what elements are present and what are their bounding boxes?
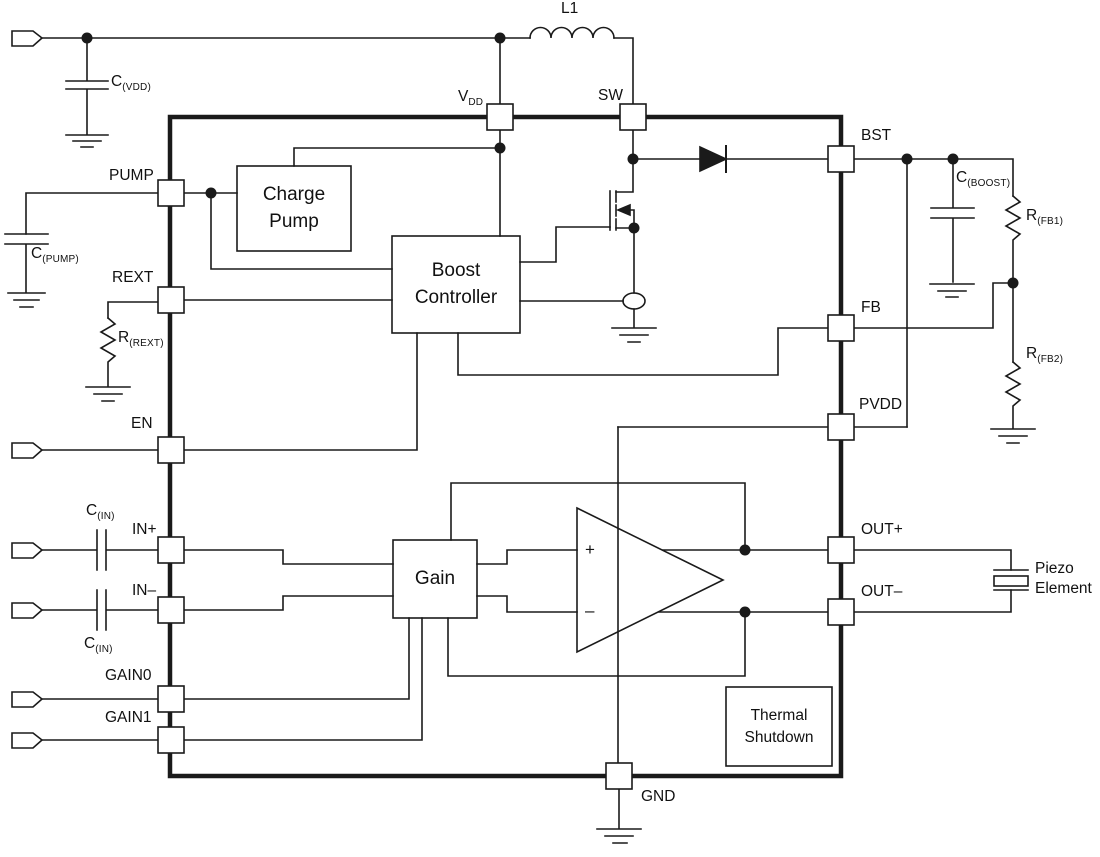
label-pin-bst: BST bbox=[861, 127, 892, 144]
wire-gate-drive bbox=[519, 226, 611, 263]
capacitor-c-boost bbox=[930, 158, 975, 283]
resistor-r-fb1 bbox=[1004, 194, 1022, 284]
label-pin-vdd: VDD bbox=[458, 88, 484, 108]
ground-icon bbox=[929, 283, 975, 298]
label-pin-gnd: GND bbox=[641, 788, 676, 805]
label-pin-rext: REXT bbox=[112, 269, 154, 286]
label-l1: L1 bbox=[561, 0, 579, 17]
input-terminals bbox=[11, 30, 44, 749]
wire-gnd bbox=[596, 788, 642, 844]
label-pin-in-plus: IN+ bbox=[132, 521, 157, 538]
thermal-shutdown-label: Thermal Shutdown bbox=[744, 707, 814, 746]
input-arrow-en bbox=[11, 442, 44, 459]
ground-icon bbox=[990, 428, 1036, 444]
label-r-rext: R(REXT) bbox=[118, 329, 164, 349]
capacitor-c-in-bottom bbox=[41, 589, 159, 631]
pin-sw bbox=[619, 103, 647, 131]
pin-out-minus bbox=[827, 598, 855, 626]
label-piezo-line1: Piezo bbox=[1035, 560, 1074, 577]
wire-en bbox=[41, 332, 418, 451]
label-pin-pump: PUMP bbox=[109, 167, 154, 184]
input-arrow-vdd bbox=[11, 30, 44, 47]
thermal-shutdown-block bbox=[725, 686, 833, 767]
ground-icon bbox=[85, 386, 131, 402]
pin-en bbox=[157, 436, 185, 464]
pin-rext bbox=[157, 286, 185, 314]
pin-gnd bbox=[605, 762, 633, 790]
pin-vdd bbox=[486, 103, 514, 131]
label-c-boost: C(BOOST) bbox=[956, 169, 1011, 189]
wire-gain1 bbox=[41, 617, 423, 741]
boost-controller-block bbox=[391, 235, 521, 334]
ground-icon bbox=[596, 828, 642, 844]
wire-in-minus bbox=[41, 589, 394, 631]
piezo-element-icon bbox=[853, 549, 1029, 613]
mosfet-icon bbox=[519, 190, 635, 294]
label-pin-sw: SW bbox=[598, 87, 623, 104]
capacitor-c-pump bbox=[4, 233, 49, 308]
label-piezo-line2: Element bbox=[1035, 580, 1092, 597]
pin-fb bbox=[827, 314, 855, 342]
label-pin-gain0: GAIN0 bbox=[105, 667, 152, 684]
wire-vdd-rail bbox=[41, 26, 634, 105]
wire-gain-to-amp bbox=[476, 549, 578, 613]
wire-rext bbox=[85, 299, 393, 402]
wire-feedback-bottom bbox=[447, 611, 746, 677]
diode-icon bbox=[699, 145, 728, 173]
label-pin-out-plus: OUT+ bbox=[861, 521, 903, 538]
pin-out-plus bbox=[827, 536, 855, 564]
input-arrow-in-plus bbox=[11, 542, 44, 559]
amplifier-icon bbox=[576, 506, 725, 654]
label-c-in-top: C(IN) bbox=[86, 502, 115, 522]
capacitor-c-vdd bbox=[65, 37, 109, 148]
pin-pump bbox=[157, 179, 185, 207]
label-pin-fb: FB bbox=[861, 299, 881, 316]
wire-gain0 bbox=[41, 617, 410, 700]
wire-sw-node bbox=[615, 129, 829, 193]
pin-bst bbox=[827, 145, 855, 173]
junction-dots bbox=[81, 32, 1019, 618]
pin-in-minus bbox=[157, 596, 185, 624]
ground-icon bbox=[7, 292, 46, 308]
amp-plus-sign: + bbox=[585, 540, 595, 559]
input-arrow-in-minus bbox=[11, 602, 44, 619]
resistor-r-rext bbox=[99, 316, 117, 387]
label-pin-out-minus: OUT– bbox=[861, 583, 903, 600]
ground-icon bbox=[611, 327, 657, 343]
charge-pump-block bbox=[236, 165, 352, 252]
wire-feedback-top bbox=[450, 482, 746, 551]
amp-minus-sign: – bbox=[585, 601, 595, 620]
label-pin-gain1: GAIN1 bbox=[105, 709, 152, 726]
input-arrow-gain1 bbox=[11, 732, 44, 749]
input-arrow-gain0 bbox=[11, 691, 44, 708]
wire-fb-internal bbox=[457, 327, 829, 376]
label-c-in-bottom: C(IN) bbox=[84, 635, 113, 655]
label-pin-en: EN bbox=[131, 415, 153, 432]
resistor-r-fb2 bbox=[1004, 360, 1022, 429]
wire-in-plus bbox=[41, 529, 394, 571]
inductor-l1 bbox=[529, 26, 615, 39]
pin-gain0 bbox=[157, 685, 185, 713]
charge-pump-label: Charge Pump bbox=[262, 184, 326, 232]
label-pin-in-minus: IN– bbox=[132, 582, 157, 599]
pin-pvdd bbox=[827, 413, 855, 441]
pin-in-plus bbox=[157, 536, 185, 564]
label-c-vdd: C(VDD) bbox=[111, 73, 151, 93]
gain-block bbox=[392, 539, 478, 619]
ground-icon bbox=[65, 134, 109, 148]
gain-label: Gain bbox=[414, 567, 456, 589]
label-r-fb2: R(FB2) bbox=[1026, 345, 1064, 365]
boost-controller-label: Boost Controller bbox=[414, 260, 498, 308]
ic-pins bbox=[157, 103, 855, 790]
pin-gain1 bbox=[157, 726, 185, 754]
wire-fb-external bbox=[853, 282, 1014, 329]
label-pin-pvdd: PVDD bbox=[859, 396, 903, 413]
current-sense-icon bbox=[519, 292, 657, 343]
label-r-fb1: R(FB1) bbox=[1026, 207, 1064, 227]
label-c-pump: C(PUMP) bbox=[31, 245, 79, 265]
capacitor-c-in-top bbox=[41, 529, 159, 571]
